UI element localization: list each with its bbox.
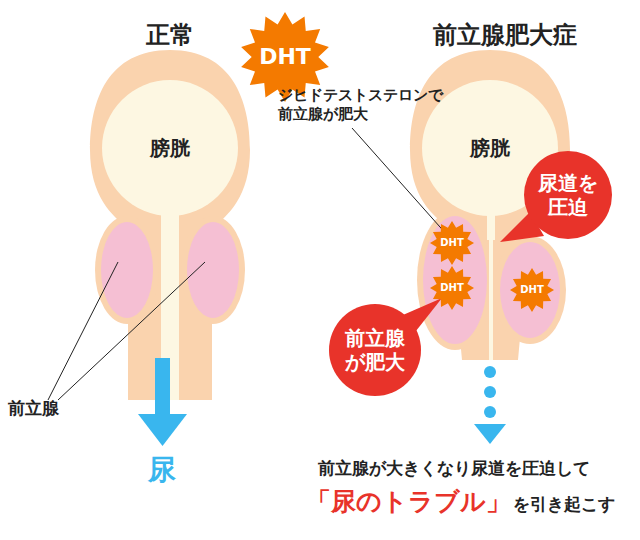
- panel-title: 正常: [110, 20, 230, 50]
- urine-arrow-shaft: [155, 358, 170, 416]
- node-text: DHT: [512, 284, 552, 296]
- urine-drop: [484, 406, 496, 418]
- dht-burst: DHT: [430, 266, 474, 310]
- burst-shape: [510, 268, 554, 312]
- urine-drop: [484, 366, 496, 378]
- caption-text: を引き起こす: [513, 494, 615, 515]
- panel-title: 前立腺肥大症: [400, 20, 610, 50]
- urine-drop: [484, 386, 496, 398]
- prostate-lobe: [101, 222, 153, 318]
- callout-circle: 前立腺 が肥大: [329, 304, 421, 396]
- prostate-lobe: [187, 222, 239, 318]
- circle-shape: [524, 151, 612, 239]
- burst-shape: [430, 266, 474, 310]
- callout-circle: 尿道を 圧迫: [524, 151, 612, 239]
- urine-arrow-head: [474, 424, 506, 444]
- part-label: 前立腺: [8, 398, 88, 419]
- node-text: DHT: [432, 237, 472, 249]
- burst-shape: [430, 221, 474, 265]
- dht-burst: DHT: [510, 268, 554, 312]
- urethra-channel: [489, 235, 493, 360]
- leader-line: [48, 262, 118, 400]
- circle-shape: [329, 304, 421, 396]
- node-text: DHT: [432, 282, 472, 294]
- leader-line: [58, 262, 205, 400]
- prostate-lobe: [500, 242, 560, 338]
- urine-arrow-head: [138, 414, 187, 446]
- prostate-lobe-border: [181, 216, 245, 324]
- circle-shape: [102, 80, 238, 216]
- node-text: 前立腺 が肥大: [339, 326, 411, 374]
- caption-text: 前立腺が大きくなり尿道を圧迫して: [318, 458, 638, 479]
- note-text: ジヒドテストステロンで 前立腺が肥大: [278, 86, 456, 124]
- node-text: 膀胱: [440, 136, 540, 160]
- bladder-circle: 膀胱: [102, 80, 238, 216]
- prostate-lobe-border: [417, 210, 493, 350]
- prostate-lobe: [423, 216, 487, 344]
- prostate-lobe-border: [95, 216, 159, 324]
- dht-burst: DHT: [430, 221, 474, 265]
- caption-emphasis: 「尿のトラブル」: [306, 486, 511, 517]
- prostate-lobe-border: [494, 236, 566, 344]
- node-text: 尿道を 圧迫: [532, 171, 604, 219]
- node-text: 膀胱: [120, 136, 220, 160]
- node-text: DHT: [245, 44, 325, 70]
- urine-label: 尿: [132, 452, 192, 487]
